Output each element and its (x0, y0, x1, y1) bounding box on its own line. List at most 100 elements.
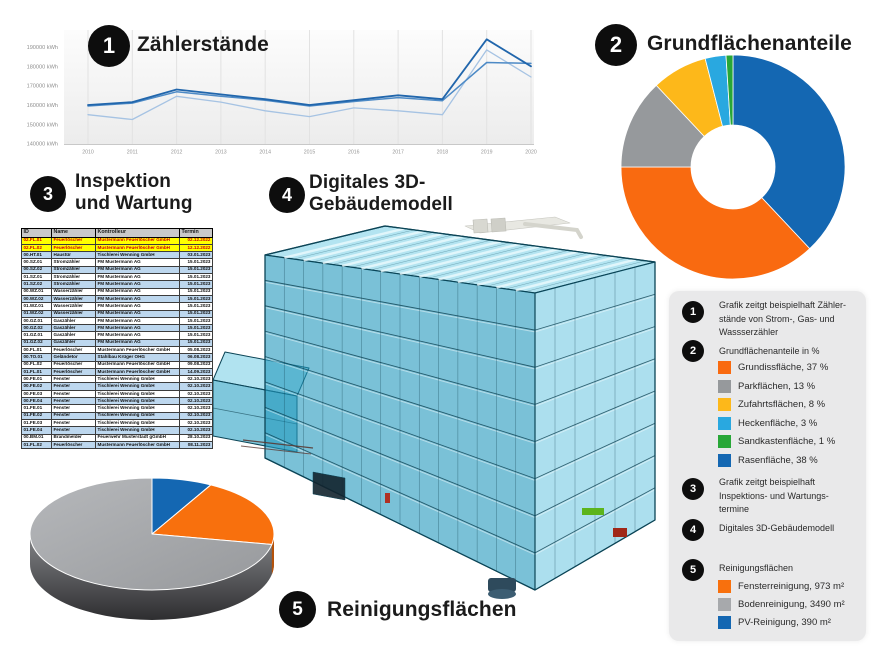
table-cell: Feuerlöscher (51, 345, 96, 355)
y-axis-label: 170000 kWh (27, 84, 58, 90)
table-cell: Gaszähler (51, 338, 96, 348)
building-shape (523, 222, 583, 239)
table-cell: Gaszähler (51, 324, 96, 333)
table-cell: Mustermann Feuerlöscher GmbH (95, 367, 180, 377)
legend-badge-5: 5 (682, 559, 704, 581)
section-1-badge: 1 (88, 25, 130, 67)
x-axis-label: 2013 (215, 150, 227, 156)
building-shape (313, 232, 434, 263)
table-cell: FM Mustermann AG (95, 338, 180, 348)
table-cell: 02.10.2023 (179, 389, 213, 399)
table-cell: 00.FL.02 (21, 360, 52, 369)
table-cell: Feuerwehr Musterstadt gGmbH (95, 433, 180, 442)
building-shape (457, 250, 579, 284)
table-cell: Fenster (51, 411, 96, 420)
building-shape (303, 229, 424, 262)
section-4-title-line1: Digitales 3D- (309, 172, 426, 193)
table-header-cell: Name (51, 228, 96, 238)
building-shape (534, 487, 656, 554)
table-header-cell: ID (21, 228, 52, 238)
legend-swatch-row: Bodenreinigung, 3490 m² (718, 598, 845, 611)
table-cell: 15.01.2023 (179, 324, 213, 333)
legend-swatch (718, 598, 731, 611)
building-shape (385, 493, 390, 503)
building-shape (472, 218, 489, 234)
legend-swatch-row: Zufahrtsflächen, 8 % (718, 398, 825, 411)
building-shape (399, 242, 521, 276)
series-Stromzähler (87, 38, 532, 106)
table-cell: Fenster (51, 426, 96, 435)
table-cell: Tischlerei Wenning GmbH (95, 375, 180, 384)
legend-line: Grundflächenanteile in % (719, 346, 820, 356)
series-Wasserzähler (87, 49, 532, 121)
table-cell: 00.WZ.02 (21, 294, 52, 304)
legend-swatch (718, 398, 731, 411)
building-shape (264, 305, 536, 368)
building-shape (409, 245, 530, 276)
building-shape (264, 433, 536, 556)
y-axis-label: 150000 kWh (27, 122, 58, 128)
table-cell: 15.01.2023 (179, 331, 213, 340)
building-shape (418, 245, 540, 278)
building-shape (264, 432, 536, 554)
building-shape (264, 279, 536, 331)
building-shape (534, 293, 656, 331)
building-shape (488, 578, 516, 592)
building-shape (525, 260, 646, 292)
building-shape (322, 232, 444, 265)
section-3-title-line2: und Wartung (75, 193, 193, 214)
building-shape (476, 253, 598, 287)
table-cell: 15.01.2023 (179, 280, 213, 289)
building-shape (341, 235, 463, 268)
building-shape (264, 281, 536, 333)
table-header-cell: Kontrolleur (95, 228, 180, 238)
section-1-title: Zählerstände (137, 33, 269, 56)
table-cell: Gaszähler (51, 316, 96, 326)
table-cell: 02.10.2023 (179, 404, 213, 413)
building-shape (534, 455, 656, 517)
table-cell: Fenster (51, 375, 96, 384)
building-shape (390, 242, 511, 273)
table-cell: 00.FL.01 (21, 345, 52, 355)
table-cell: Feuerlöscher (51, 243, 96, 253)
table-cell: Tischlerei Wenning GmbH (95, 389, 180, 399)
table-cell: 00.FE.04 (21, 397, 52, 406)
section-4-badge: 4 (269, 177, 305, 213)
table-cell: 00.WZ.01 (21, 287, 52, 296)
table-cell: Tischlerei Wenning GmbH (95, 382, 180, 391)
building-shape (240, 445, 312, 455)
table-cell: Tischlerei Wenning GmbH (95, 251, 180, 260)
x-axis-label: 2014 (259, 150, 271, 156)
donut-slice-Grundissfläche (620, 166, 811, 280)
building-shape (534, 295, 656, 333)
legend-swatch-row: Fensterreinigung, 973 m² (718, 580, 844, 593)
table-cell: 28.10.2023 (179, 433, 213, 442)
legend-line: Grafik zeitgt beispielhaft (719, 477, 816, 487)
table-cell: Mustermann Feuerlöscher GmbH (95, 360, 180, 369)
legend-swatch-row: PV-Reinigung, 390 m² (718, 616, 831, 629)
y-axis-label: 190000 kWh (27, 45, 58, 51)
table-cell: FM Mustermann AG (95, 273, 180, 282)
building-shape (264, 357, 536, 444)
legend-line: termine (719, 504, 750, 514)
table-cell: FM Mustermann AG (95, 294, 180, 304)
3d-building-model (212, 216, 656, 599)
legend-swatch-row: Heckenfläche, 3 % (718, 417, 817, 430)
table-cell: 05.08.2023 (179, 345, 213, 355)
table-cell: FM Mustermann AG (95, 309, 180, 318)
building-shape (534, 360, 656, 407)
